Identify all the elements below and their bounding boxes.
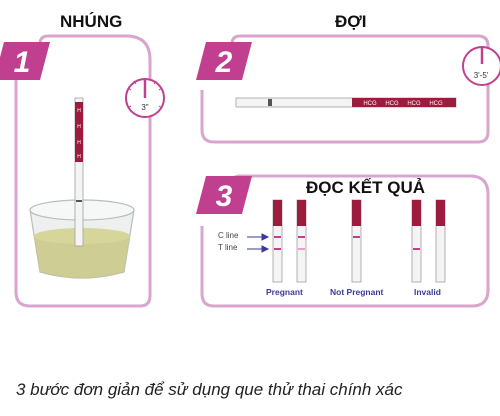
result-strip-invalid-1 [411,199,422,283]
result-label-pregnant: Pregnant [266,287,303,297]
step1-timer-icon: 3" [125,78,165,118]
svg-text:H: H [77,140,81,146]
test-strip-horizontal: HCG HCG HCG HCG [235,97,457,108]
step2-frame [200,34,490,144]
result-strip-pregnant-2 [296,199,307,283]
result-label-invalid: Invalid [414,287,441,297]
step1-title: NHÚNG [60,12,123,31]
c-line-label: C line [218,231,239,240]
svg-text:H: H [77,124,81,130]
svg-text:3: 3 [216,180,233,213]
svg-text:HCG: HCG [407,101,421,107]
svg-text:HCG: HCG [363,101,377,107]
step1-badge: 1 [0,42,50,80]
test-strip-dipped: H H H H [74,97,84,247]
svg-text:3'-5': 3'-5' [474,71,489,80]
line-arrows [247,233,270,253]
step3-badge: 3 [196,176,252,214]
step2-timer-icon: 3'-5' [462,46,500,86]
result-strip-pregnant-1 [272,199,283,283]
step1-frame [14,34,152,308]
step3-title: ĐỌC KẾT QUẢ [306,178,425,197]
result-strip-not-pregnant [351,199,362,283]
svg-text:2: 2 [215,46,233,79]
step2-badge: 2 [196,42,252,80]
caption: 3 bước đơn giản để sử dụng que thử thai … [16,380,403,399]
svg-text:1: 1 [14,46,31,79]
t-line-label: T line [218,243,238,252]
svg-text:H: H [77,108,81,114]
step2-title: ĐỢI [335,12,367,31]
result-label-not-pregnant: Not Pregnant [330,287,384,297]
svg-text:HCG: HCG [429,101,443,107]
svg-text:HCG: HCG [385,101,399,107]
result-strip-invalid-2 [435,199,446,283]
svg-text:H: H [77,154,81,160]
svg-text:3": 3" [141,103,148,112]
